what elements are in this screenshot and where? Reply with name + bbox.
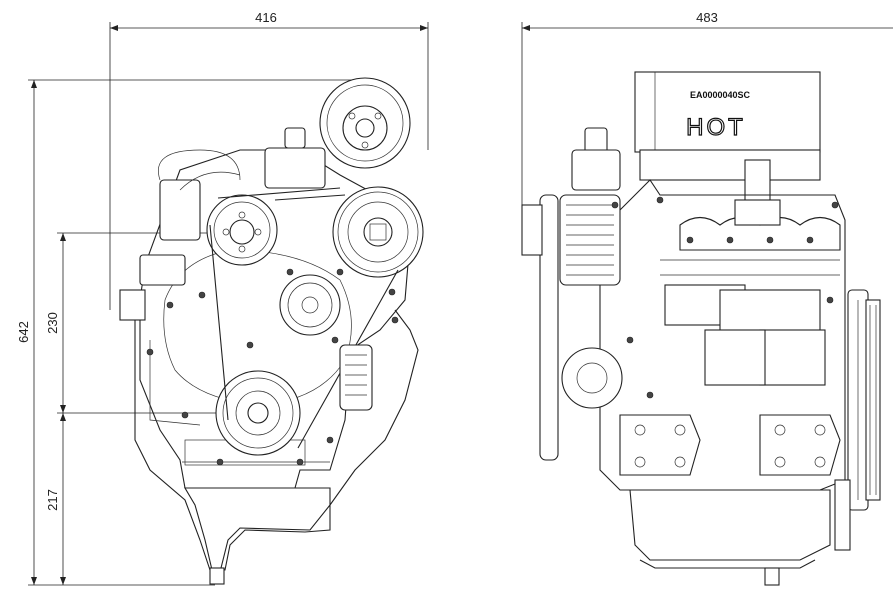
part-number-label: EA0000040SC <box>690 90 751 100</box>
dimension-side-width: 483 <box>696 10 718 25</box>
dimension-lines <box>28 22 893 586</box>
dimension-base-to-crank: 217 <box>45 489 60 511</box>
dimension-crank-to-fan: 230 <box>45 312 60 334</box>
dimension-total-height: 642 <box>16 321 31 343</box>
engine-side-view <box>521 71 881 586</box>
hot-warning-label: HOT <box>686 114 746 141</box>
engine-front-view <box>119 77 424 585</box>
dimension-front-width: 416 <box>255 10 277 25</box>
